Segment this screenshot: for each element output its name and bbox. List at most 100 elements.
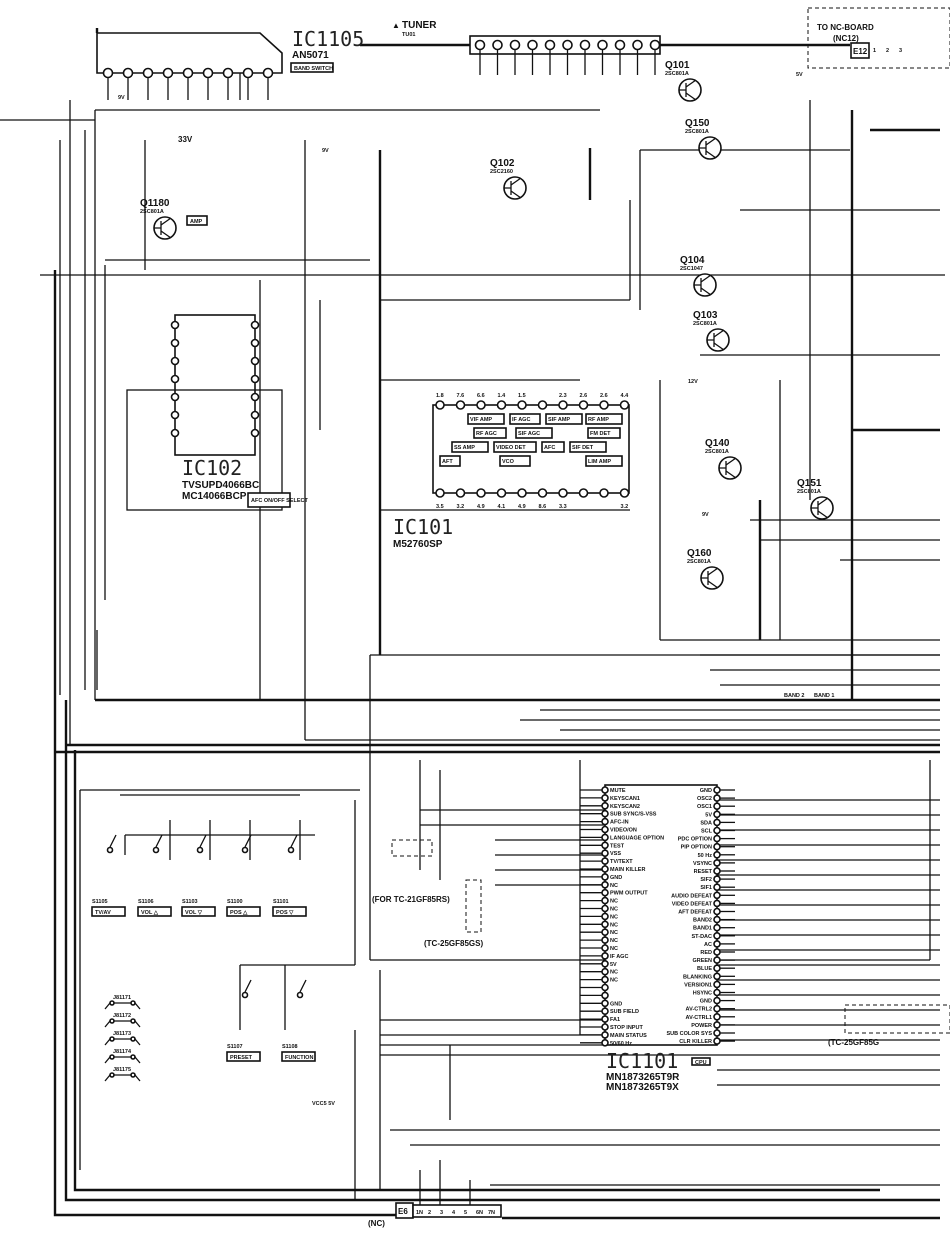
nc-board-outline [807,7,950,69]
ic1101-pin-label: 5V [705,812,712,818]
ic101-block-label: LIM AMP [588,459,611,465]
supply-9v: 9V [118,95,125,101]
e12-label: E12 [853,47,868,56]
ic1101-pin [601,880,609,889]
ic101-pin [537,400,548,410]
ic1101-pin-label: SCL [701,829,713,835]
pin-voltage: 8.6 [539,504,547,510]
switch-label: VOL ▽ [185,910,203,916]
ic101-pin [599,400,609,410]
e6-pin: 1N [416,1210,423,1216]
ic1101-pin [601,888,609,897]
ic1105-function: BAND SWITCH [294,66,333,72]
switch-ref: S1108 [282,1044,298,1050]
ic101-block-label: IF AGC [512,417,530,423]
ic1101-pin-label: AV-CTRL1 [686,1015,712,1021]
ic101-pin [599,488,609,498]
ic1101-pin [713,899,721,908]
transistor-collector [510,177,522,186]
ic1101-pin [601,928,609,937]
ic1101-pin [601,944,609,952]
jumper-ref: J81175 [113,1067,131,1073]
transistor-emitter [160,230,172,239]
ic101-ref: IC101 [393,515,453,539]
ic1101-pin [601,1031,609,1039]
switch-contact-icon [287,846,295,854]
ic102-ref: IC102 [182,456,242,480]
jumper-wire [104,1020,141,1028]
supply-vcc5: VCC5 5V [312,1101,335,1107]
transistor-emitter [707,580,719,589]
ic1101-part2: MN1873265T9X [606,1082,679,1093]
ic102-pin [170,356,180,366]
ic1101-pin-label: VSYNC [693,861,712,867]
e6-label: E6 [398,1207,408,1216]
ic1101-pin-label: MAIN STATUS [610,1033,647,1039]
switch-contact-icon [296,991,304,999]
ic102-pin [170,374,180,384]
ic1101-pin-label: GREEN [692,958,712,964]
ic1101-pin [713,915,721,924]
ic1101-pin-label: KEYSCAN1 [610,796,640,802]
ic1101-pin [601,959,609,968]
ic1101-pin [713,996,721,1005]
ic102-pin [170,338,180,348]
ic1101-pin [713,988,721,997]
tuner-pin [492,39,503,51]
ic1101-pin-label: RESET [694,869,713,875]
e6-pin: 7N [488,1210,495,1216]
amp-box [186,215,208,226]
pin-voltage: 1.5 [518,393,526,399]
ic101-block [467,413,505,425]
ic1101-pin [713,834,721,843]
cpu-box [691,1057,711,1066]
ic101-block [585,413,623,425]
ic102-body [174,314,256,456]
switch-ref: S1100 [227,899,243,905]
switch-lever-icon [290,834,298,848]
ic1101-pin [601,1015,609,1023]
ic101-pin [619,488,630,498]
switch-label-box [226,906,261,917]
ic1101-pin-label: OSC1 [697,804,712,810]
ic1105-pin [222,67,234,79]
switch-ref: S1103 [182,899,198,905]
ic101-pin [435,400,445,410]
jumper-pin [109,1036,115,1042]
ic1101-pin [713,794,721,802]
band2-label: BAND 2 [784,693,804,699]
option-outline-right [844,1004,950,1034]
ic1101-pin-label: OSC2 [697,796,712,802]
ic102-pin [170,320,180,330]
ic1101-pin-label: VSS [610,851,621,857]
ic1101-pin [713,1037,721,1045]
ic1101-pin-label: IF AGC [610,954,628,960]
ic101-block-label: SIF AMP [548,417,570,423]
ic101-pin [558,400,568,410]
transistor-ref: Q140 [705,438,730,449]
ic1101-pin-label: BAND2 [693,918,712,924]
ic1101-pin-label: AV-CTRL2 [686,1007,712,1013]
ic1101-pin [601,967,609,976]
jumper-wire [104,1038,141,1046]
ic1101-pin-label: NC [610,914,618,920]
supply-9v-2: 9V [322,148,329,154]
ic1101-pin [601,983,609,992]
ic1101-pin [713,931,721,940]
ic101-block-label: VCO [502,459,515,465]
ic1101-pin-label: HSYNC [693,991,712,997]
tuner-warning-icon: ▲ [392,21,400,30]
jumper-pin [130,1036,136,1042]
note-tc25-right: (TC-25GF85G [828,1038,879,1047]
transistor-collector [707,567,719,576]
